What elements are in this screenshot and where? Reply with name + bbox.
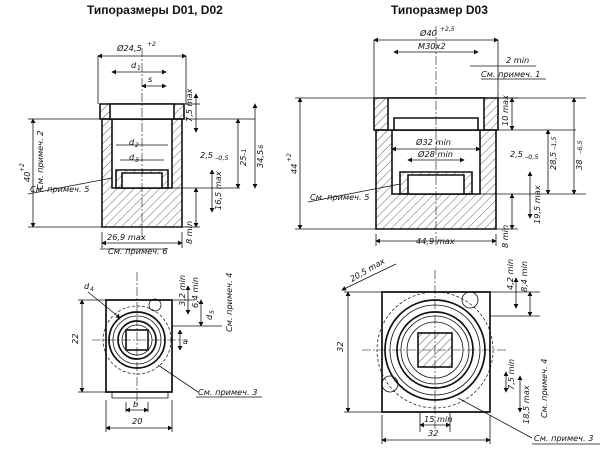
right-d-outer-tol: +2,5 — [440, 26, 455, 33]
left-plan-w-20: 20 — [132, 416, 142, 426]
left-h-25-tol: –1 — [240, 149, 248, 156]
right-plan-h-4-2: 4,2 min — [505, 259, 515, 290]
right-plan-h-18-5: 18,5 max — [521, 385, 531, 424]
left-plan-b: b — [133, 399, 138, 409]
right-note1: См. примеч. 1 — [481, 69, 540, 79]
right-h-2-5-tol: –0,5 — [525, 153, 539, 161]
right-plan-note4: См. примеч. 4 — [539, 359, 549, 418]
left-note2: См. примеч. 2 — [35, 131, 45, 190]
left-d2: d — [129, 137, 135, 147]
left-d1: d — [131, 60, 137, 70]
left-d3-sub: 3 — [135, 157, 139, 164]
left-h-8: 8 min — [184, 221, 194, 244]
right-plan-note3: См. примеч. 3 — [534, 433, 593, 443]
title-left: Типоразмеры D01, D02 — [87, 3, 223, 17]
right-h-38: 38 — [574, 160, 584, 170]
left-plan-view: d 4 3,2 min 6,4 min d 5 См. примеч. 4 a … — [70, 272, 262, 432]
left-plan-h-22: 22 — [70, 334, 80, 344]
left-plan-body — [105, 299, 173, 393]
right-d-28: Ø28 min — [417, 149, 453, 159]
right-thread-label: M30x2 — [418, 41, 446, 51]
left-h-2-5-tol: –0,5 — [215, 154, 229, 162]
left-h-25: 25 — [238, 156, 248, 166]
right-plan-hole-bl — [381, 375, 399, 393]
right-h-28-5-tol: –1,5 — [550, 136, 558, 150]
left-h-34-5: 34,5 — [255, 150, 265, 168]
left-note6: См. примеч. 6 — [108, 246, 167, 256]
right-plan-view: 32 20,5 max 4,2 min 8,4 min 7,5 min 18,5… — [335, 256, 600, 445]
right-h-44: 44 — [289, 164, 299, 174]
left-d-outer-tol: +2 — [147, 41, 156, 48]
left-plan-d5: d — [204, 314, 214, 320]
right-h-2-5: 2,5 — [510, 149, 523, 159]
left-d3: d — [129, 152, 135, 162]
title-right: Типоразмер D03 — [391, 3, 488, 17]
left-s: s — [148, 74, 153, 84]
left-h-40: 40 — [22, 172, 32, 182]
right-plan-h-8-4: 8,4 min — [519, 261, 529, 292]
left-h-16-5: 16,5 max — [213, 171, 223, 210]
left-w-26-9: 26,9 max — [107, 232, 146, 242]
left-h-34-5-tol: –6 — [257, 145, 265, 152]
right-section-view: Ø40 +2,5 M30x2 2 min См. примеч. 1 10 ma… — [286, 26, 586, 248]
left-plan-note3: См. примеч. 3 — [198, 387, 257, 397]
right-plan-body — [381, 291, 491, 413]
left-h-40-tol: +2 — [19, 163, 26, 172]
right-d-32: Ø32 min — [415, 137, 451, 147]
left-h-2-5: 2,5 — [200, 150, 213, 160]
left-d1-sub: 1 — [137, 65, 141, 72]
right-plan-hole-tr — [461, 291, 479, 309]
right-note5: См. примеч. 5 — [310, 192, 369, 202]
right-plan-w-15: 15 min — [424, 414, 452, 424]
left-plan-d4-sub: 4 — [90, 286, 94, 293]
right-plan-w-32: 32 — [428, 428, 438, 438]
left-plan-h-3-2: 3,2 min — [177, 275, 187, 306]
right-h-19-5: 19,5 max — [532, 185, 542, 224]
right-plan-w-20-5: 20,5 max — [348, 256, 387, 284]
left-note5: См. примеч. 5 — [30, 184, 89, 194]
left-h-7-5: 7,5 max — [184, 88, 194, 122]
right-d-outer: Ø40 — [419, 28, 437, 38]
left-plan-hole — [148, 298, 162, 312]
right-plan-h-32: 32 — [335, 342, 345, 352]
left-plan-d4: d — [84, 281, 90, 291]
left-d-outer: Ø24,5 — [116, 43, 142, 53]
right-h-10: 10 max — [500, 95, 510, 126]
left-plan-note4: См. примеч. 4 — [224, 273, 234, 332]
left-section-view: Ø24,5 +2 d 1 s d 2 d 3 7,5 max 2,5 –0,5 … — [19, 41, 265, 256]
left-plan-a: a — [183, 336, 188, 346]
right-h-2: 2 min — [506, 55, 529, 65]
right-h-28-5: 28,5 — [548, 152, 558, 170]
right-plan-h-7-5: 7,5 min — [506, 359, 516, 390]
left-d2-sub: 2 — [135, 142, 139, 149]
left-plan-h-6-4: 6,4 min — [190, 277, 200, 308]
right-h-8: 8 min — [500, 225, 510, 248]
left-plan-d5-sub: 5 — [209, 310, 216, 314]
right-h-38-tol: –6,5 — [576, 140, 584, 154]
right-h-44-tol: +2 — [286, 153, 293, 162]
right-w-44-9: 44,9 max — [416, 236, 455, 246]
